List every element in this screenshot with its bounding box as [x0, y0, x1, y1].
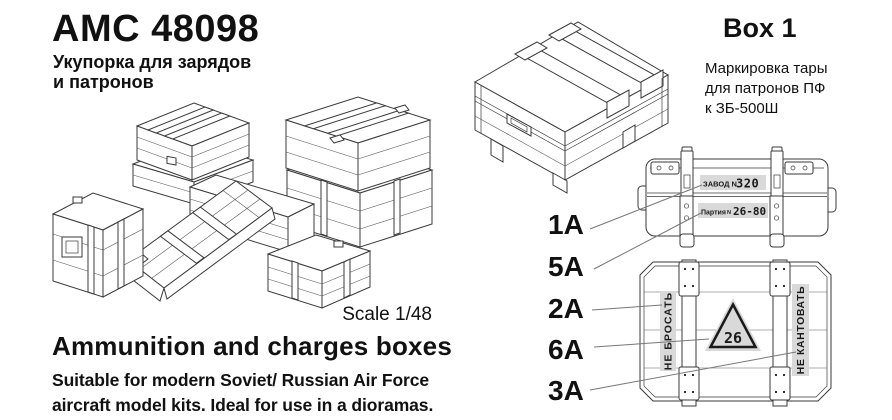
do-not-tilt-text: НЕ КАНТОВАТЬ	[795, 286, 807, 375]
do-not-throw-plate	[660, 291, 676, 371]
box1-note-line3: к ЗБ-500Ш	[705, 100, 779, 117]
part-label-2a: 2А	[548, 293, 584, 324]
batch-n-text: N	[727, 210, 731, 216]
batch-prefix-text: Партия	[701, 210, 726, 217]
crate-small-bottom-right	[266, 234, 372, 309]
box1-note: Маркировка тары для патронов ПФ к ЗБ-500…	[705, 59, 828, 119]
crate-long-tilted	[123, 180, 276, 302]
product-subtitle-line1: Укупорка для зарядов	[53, 52, 252, 72]
box1-crate	[473, 21, 670, 194]
part-label-5a: 5А	[548, 251, 584, 282]
crate-small-left	[51, 192, 145, 298]
warning-triangle	[705, 298, 761, 351]
do-not-tilt-plate	[792, 284, 809, 376]
product-subtitle-line2: и патронов	[53, 72, 154, 92]
triangle-number-text: 26	[724, 329, 742, 347]
box1-note-line2: для патронов ПФ	[705, 80, 826, 97]
box1-isometric-drawing	[473, 21, 670, 194]
box1-top-view-drawing: НЕ БРОСАТЬ НЕ КАНТОВАТЬ 26	[639, 259, 832, 407]
part-label-6a: 6А	[548, 334, 584, 365]
part-label-1a: 1А	[548, 209, 584, 240]
batch-plate	[698, 203, 768, 218]
main-description: Suitable for modern Soviet/ Russian Air …	[52, 368, 433, 418]
main-heading: Ammunition and charges boxes	[52, 331, 453, 361]
box1-title: Box 1	[723, 13, 797, 43]
factory-plate	[700, 175, 766, 190]
box1-note-line1: Маркировка тары	[705, 60, 828, 77]
scale-note: Scale 1/48	[342, 304, 432, 325]
side-view-crate: ЗАВОД N 320 Партия N 26-80	[637, 146, 837, 248]
product-subtitle: Укупорка для зарядов и патронов	[53, 52, 251, 92]
main-description-line1: Suitable for modern Soviet/ Russian Air …	[52, 370, 430, 390]
crates-cluster-drawing	[51, 96, 434, 309]
box1-side-view-drawing: ЗАВОД N 320 Партия N 26-80	[637, 146, 837, 248]
do-not-throw-text: НЕ БРОСАТЬ	[663, 292, 675, 370]
product-code: АМС 48098	[52, 8, 260, 50]
main-description-line2: aircraft model kits. Ideal for use in a …	[52, 395, 434, 415]
batch-number-text: 26-80	[733, 205, 766, 218]
top-view-crate: НЕ БРОСАТЬ НЕ КАНТОВАТЬ 26	[639, 259, 832, 407]
factory-number-text: 320	[736, 177, 759, 191]
crate-stack-top	[284, 96, 432, 192]
factory-prefix-text: ЗАВОД N	[703, 180, 737, 189]
crate-strapped-top	[135, 102, 251, 181]
part-label-3a: 3А	[548, 375, 584, 406]
